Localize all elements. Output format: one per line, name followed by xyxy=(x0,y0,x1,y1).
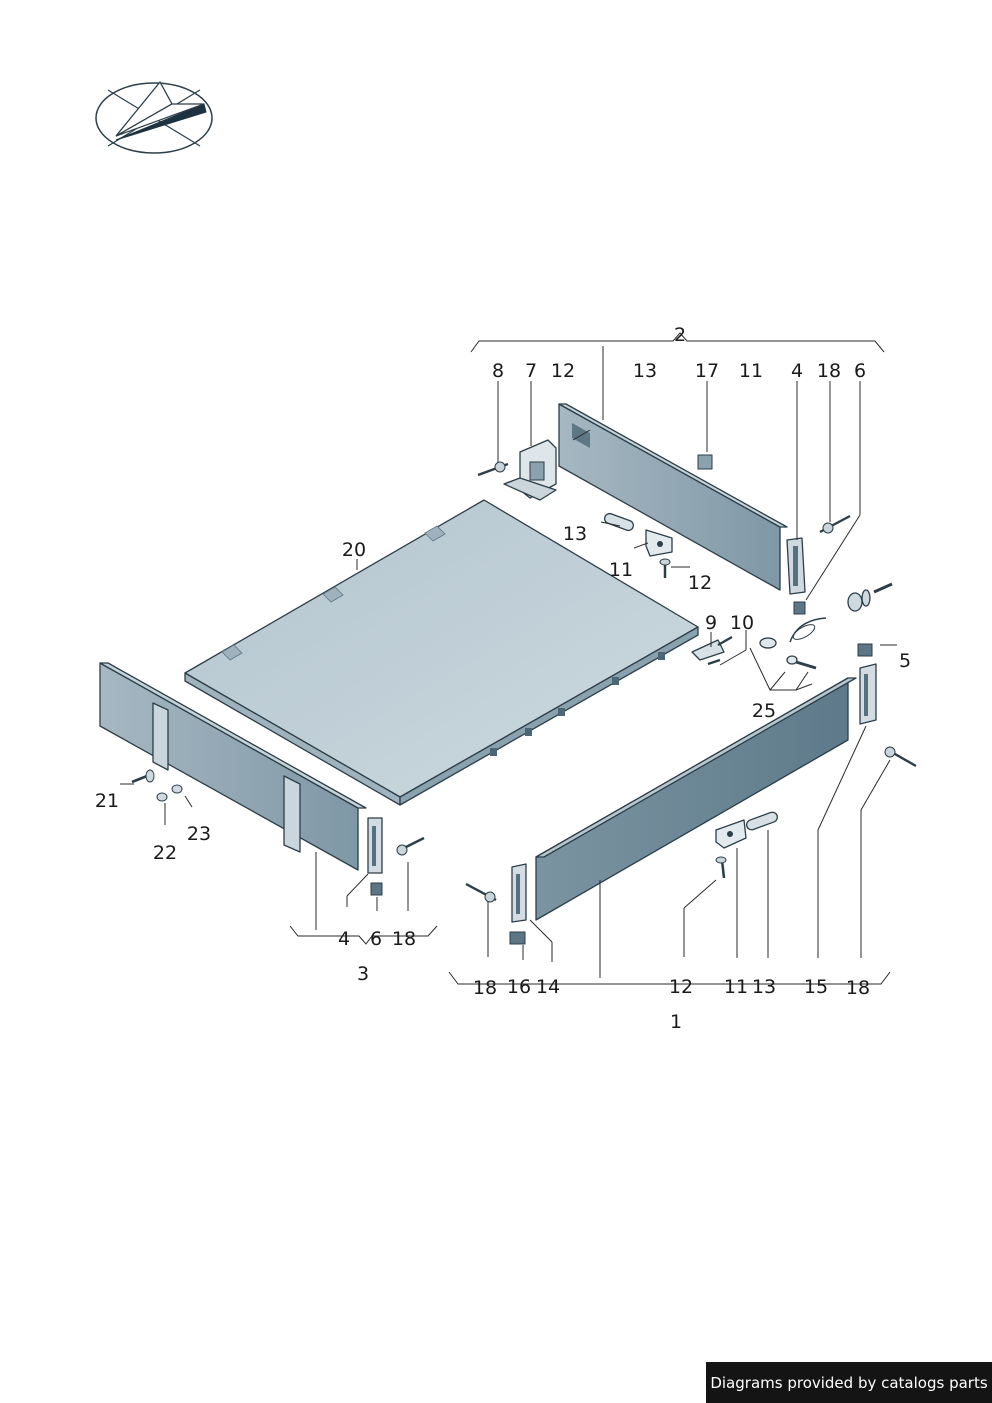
floor-panel xyxy=(184,499,699,806)
left-side-panel xyxy=(99,662,367,871)
callout-17: 17 xyxy=(695,360,719,382)
callout-18: 18 xyxy=(473,977,497,999)
front-right-post xyxy=(857,643,917,768)
callout-13: 13 xyxy=(563,523,587,545)
callout-13: 13 xyxy=(752,976,776,998)
callout-10: 10 xyxy=(730,612,754,634)
callout-12: 12 xyxy=(688,572,712,594)
callout-25: 25 xyxy=(752,700,776,722)
callout-6: 6 xyxy=(370,928,382,950)
callout-21: 21 xyxy=(95,790,119,812)
callout-15: 15 xyxy=(804,976,828,998)
compass-logo-icon xyxy=(95,80,213,154)
callout-11: 11 xyxy=(609,559,633,581)
callout-9: 9 xyxy=(705,612,717,634)
callout-18: 18 xyxy=(846,977,870,999)
callout-4: 4 xyxy=(791,360,803,382)
callout-5: 5 xyxy=(899,650,911,672)
rear-side-panel xyxy=(558,403,788,591)
callout-20-floor: 20 xyxy=(342,539,366,561)
callout-18: 18 xyxy=(392,928,416,950)
rear-hinge-set xyxy=(603,512,673,578)
callout-2-rear-group: 2 xyxy=(674,324,686,346)
callout-12: 12 xyxy=(669,976,693,998)
callout-16: 16 xyxy=(507,976,531,998)
rivet-pins-rear xyxy=(477,461,851,534)
front-left-post xyxy=(465,863,527,945)
rear-corner-bracket xyxy=(503,439,557,501)
callout-12: 12 xyxy=(551,360,575,382)
callout-11: 11 xyxy=(724,976,748,998)
callout-labels: 2 8 7 12 13 17 11 4 18 6 20 13 11 12 9 1… xyxy=(95,324,911,1033)
callout-22: 22 xyxy=(153,842,177,864)
callout-18: 18 xyxy=(817,360,841,382)
callout-7: 7 xyxy=(525,360,537,382)
front-hinge-set xyxy=(715,811,778,879)
rear-right-post xyxy=(786,537,806,615)
callout-1-front-group: 1 xyxy=(670,1011,682,1033)
left-bolts xyxy=(131,769,183,802)
callout-14: 14 xyxy=(536,976,560,998)
latch-hardware xyxy=(691,582,893,670)
callout-23: 23 xyxy=(187,823,211,845)
credit-banner: Diagrams provided by catalogs parts xyxy=(706,1362,992,1403)
callout-13: 13 xyxy=(633,360,657,382)
front-side-panel xyxy=(535,677,857,921)
callout-3-left-group: 3 xyxy=(357,963,369,985)
callout-4: 4 xyxy=(338,928,350,950)
left-right-post xyxy=(367,817,425,896)
leader-lines xyxy=(120,332,897,985)
callout-6: 6 xyxy=(854,360,866,382)
callout-8: 8 xyxy=(492,360,504,382)
callout-11: 11 xyxy=(739,360,763,382)
